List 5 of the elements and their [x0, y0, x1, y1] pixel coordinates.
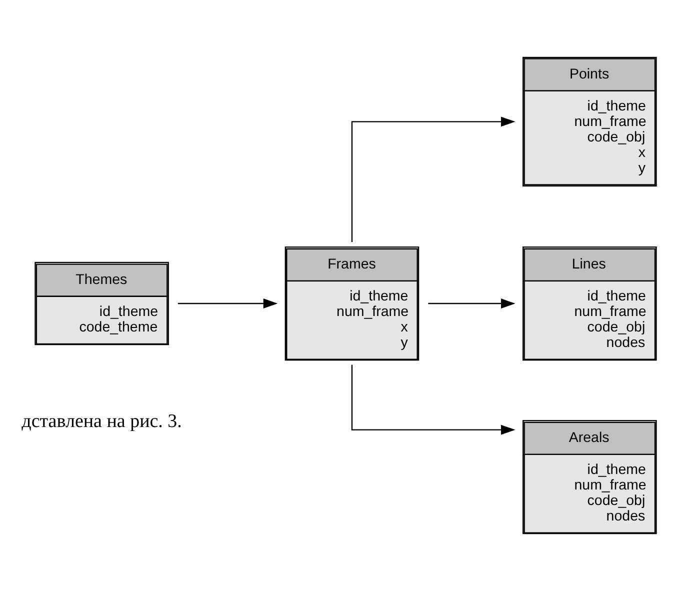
- arrow: [351, 364, 516, 434]
- label: дставлена на рис. 3.: [22, 410, 182, 432]
- arrow: [178, 298, 278, 308]
- arrow: [351, 116, 516, 242]
- arrow: [428, 298, 516, 308]
